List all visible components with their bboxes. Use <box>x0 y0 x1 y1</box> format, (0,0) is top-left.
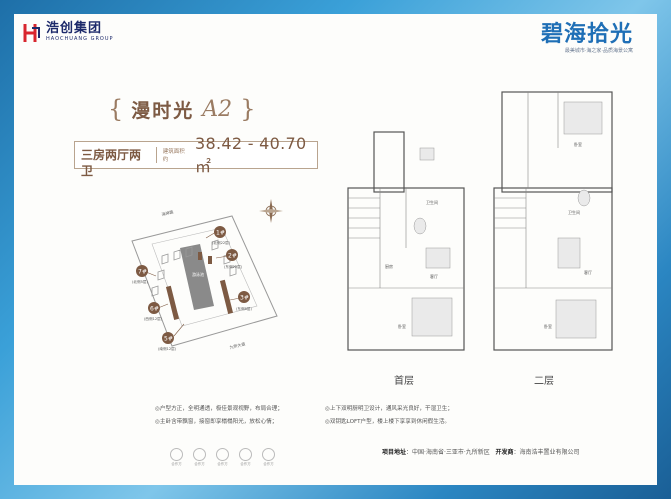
badge-6-floors: (西侧12层) <box>144 316 163 321</box>
road-label-bottom: 九所大道 <box>229 340 246 350</box>
badge-3-id: 3# <box>240 295 249 302</box>
partner-logo: 合作方 <box>193 448 206 467</box>
badge-1: 1# (北侧22层) <box>205 226 231 245</box>
upper-room-bedroom-top: 卧室 <box>574 141 582 147</box>
buildings <box>165 252 234 320</box>
bed <box>411 297 453 337</box>
upper-wall-outer <box>493 187 613 351</box>
feature-4: ◎双钥匙LOFT户型，楼上楼下享享到休闲假生活。 <box>325 419 451 425</box>
badge-7-floors: (北侧5层) <box>132 279 148 284</box>
right-bracket-icon: } <box>240 95 256 123</box>
building-6 <box>165 285 180 320</box>
room-kitchen: 厨房 <box>385 263 393 269</box>
toilet <box>413 217 427 235</box>
feature-1: ◎户型方正，全明通透，极佳景观视野，布局合理； <box>155 406 283 412</box>
feature-2: ◎上下双明厨明卫设计，通风采光良好，干湿卫生； <box>325 406 453 412</box>
badge-1-id: 1# <box>216 230 225 237</box>
sink <box>419 147 435 161</box>
badge-3: 3# (东侧8层) <box>229 291 252 311</box>
badge-6: 6# (西侧12层) <box>144 302 169 321</box>
upper-room-bath: 卫生间 <box>568 209 580 215</box>
badge-2-floors: (东侧22层) <box>224 264 243 269</box>
badge-2-id: 2# <box>228 253 237 260</box>
upper-bed <box>555 299 597 339</box>
unit-specs: 三房两厅两卫 建筑面积约 38.42 - 40.70㎡ <box>74 134 318 178</box>
area-label: 建筑面积约 <box>162 149 185 163</box>
badge-5: 5# (南侧12层) <box>158 323 185 351</box>
site-plan: 海岸路 九所大道 游泳池 1# (北侧22层) 2# (东侧22层) 3# (东… <box>131 208 278 351</box>
room-bedroom: 卧室 <box>398 323 406 329</box>
building-small-2 <box>208 256 212 264</box>
pool-label: 游泳池 <box>192 271 204 277</box>
north-blocks <box>161 246 193 265</box>
brand-subtitle: HAOCHUANG GROUP <box>46 36 114 42</box>
unit-layout: 三房两厅两卫 <box>75 147 157 178</box>
badge-5-id: 5# <box>164 336 173 343</box>
address-value: 中国·海南省·三亚市·九所新区 <box>412 449 490 456</box>
badge-7: 7# (北侧5层) <box>132 265 157 284</box>
partner-logos: 合作方 合作方 合作方 合作方 合作方 <box>170 448 275 467</box>
upper-bed-top <box>563 101 603 135</box>
unit-area: 38.42 - 40.70㎡ <box>195 133 307 176</box>
left-bracket-icon: { <box>108 95 124 123</box>
project-name: 碧海拾光 <box>540 21 633 47</box>
road-label-top: 海岸路 <box>161 208 174 217</box>
address-label: 项目地址 <box>382 449 407 456</box>
partner-logo: 合作方 <box>216 448 229 467</box>
upper-room-living: 客厅 <box>584 269 592 275</box>
brand-name: 浩创集团 <box>46 21 103 36</box>
upper-floor-label: 二层 <box>534 376 554 387</box>
partner-logo: 合作方 <box>239 448 252 467</box>
upper-toilet <box>577 189 591 207</box>
unit-code: A2 <box>202 96 233 122</box>
project-slogan: 最美城市·海之家·品质海景公寓 <box>564 48 633 54</box>
upper-table <box>557 237 581 269</box>
address-line: 项目地址：中国·海南省·三亚市·九所新区 开发商：海南浩丰置业有限公司 <box>382 449 580 456</box>
badge-2: 2# (东侧22层) <box>215 249 243 269</box>
ground-wall-top <box>373 131 405 193</box>
project-logo: 碧海拾光 最美城市·海之家·品质海景公寓 <box>541 22 633 54</box>
badge-6-id: 6# <box>150 306 159 313</box>
west-blocks <box>151 269 165 297</box>
partner-logo: 合作方 <box>262 448 275 467</box>
pool <box>180 244 214 310</box>
upper-room-bedroom: 卧室 <box>544 323 552 329</box>
ground-floor-plan: 卫生间 厨房 客厅 卧室 <box>347 131 465 351</box>
badge-1-floors: (北侧22层) <box>212 240 231 245</box>
building-3 <box>219 279 234 314</box>
upper-wall-top <box>501 91 613 193</box>
building-outlines <box>151 239 237 297</box>
brand-mark-icon <box>23 24 40 42</box>
badge-3-floors: (东侧8层) <box>236 306 252 311</box>
feature-3: ◎主卧含带飘窗，接窗即享榻榻阳光，放松心情； <box>155 419 278 425</box>
unit-name: 漫时光 <box>131 99 195 122</box>
partner-logo: 合作方 <box>170 448 183 467</box>
room-living: 客厅 <box>430 273 438 279</box>
brand-logo: 浩创集团 HAOCHUANG GROUP <box>22 22 114 44</box>
feature-notes: ◎户型方正，全明通透，极佳景观视野，布局合理； ◎上下双明厨明卫设计，通风采光良… <box>155 403 495 429</box>
upper-floor-plan: 卧室 卫生间 客厅 卧室 <box>493 91 613 351</box>
building-small-1 <box>198 252 202 260</box>
ground-floor-label: 首层 <box>394 376 414 387</box>
developer-label: 开发商 <box>495 449 514 456</box>
developer-name: 海南浩丰置业有限公司 <box>519 449 580 456</box>
badge-7-id: 7# <box>138 269 147 276</box>
compass-icon <box>259 199 283 223</box>
unit-title: { 漫时光 A2 } <box>108 95 255 123</box>
badge-5-floors: (南侧12层) <box>158 346 177 351</box>
room-bath: 卫生间 <box>426 199 438 205</box>
sofa <box>425 247 451 269</box>
